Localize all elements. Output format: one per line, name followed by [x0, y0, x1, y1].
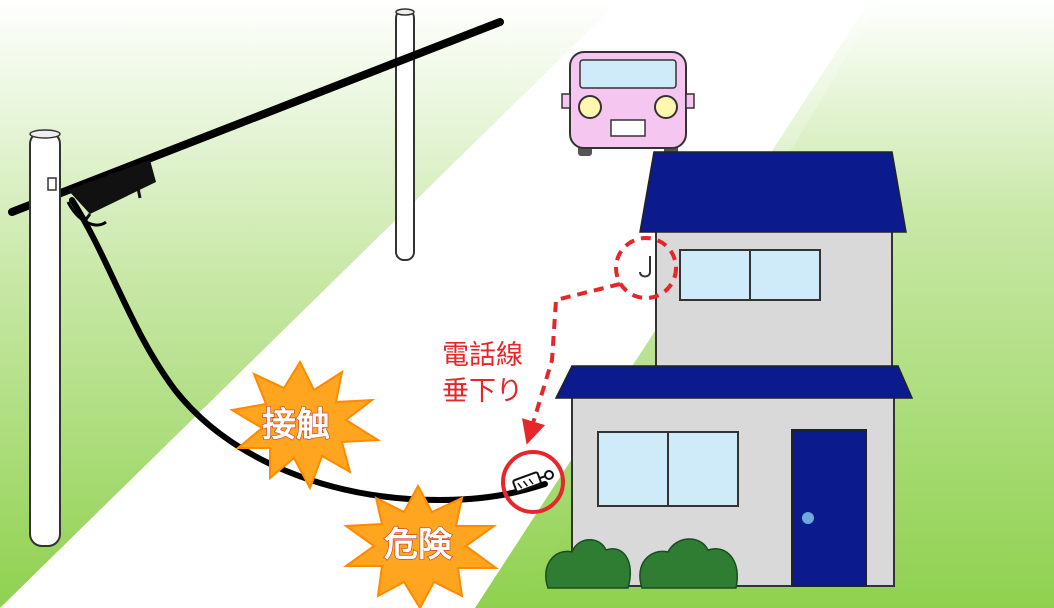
explosion-burst-contact-icon: 接触 [229, 359, 382, 491]
house-upper-roof [639, 151, 907, 233]
house-lower-roof [554, 365, 914, 399]
house-icon [554, 151, 914, 587]
road [0, 0, 870, 608]
callout-label-line1: 電話線 [442, 340, 523, 371]
explosion-burst-danger-icon: 危険 [342, 483, 500, 608]
overhead-wire [8, 18, 504, 216]
connector-callout-circle [501, 450, 565, 514]
hook-callout-circle [614, 236, 678, 300]
wall-hook-icon [639, 256, 651, 278]
burst-label-contact: 接触 [262, 405, 330, 445]
bush-left-icon [545, 539, 632, 589]
drooping-phone-cable [69, 197, 548, 504]
house-upper-window [679, 249, 821, 301]
callout-label-line2: 垂下り [442, 376, 523, 407]
house-door [791, 429, 867, 587]
bush-right-icon [639, 538, 738, 589]
burst-label-danger: 危険 [384, 525, 453, 565]
utility-pole-back-icon [395, 8, 415, 261]
car-icon [561, 51, 695, 156]
house-lower-window [597, 431, 739, 507]
utility-pole-front-icon [29, 129, 61, 547]
cable-connector-icon [512, 470, 554, 493]
door-knob [802, 512, 814, 524]
cable-loop [66, 201, 107, 227]
